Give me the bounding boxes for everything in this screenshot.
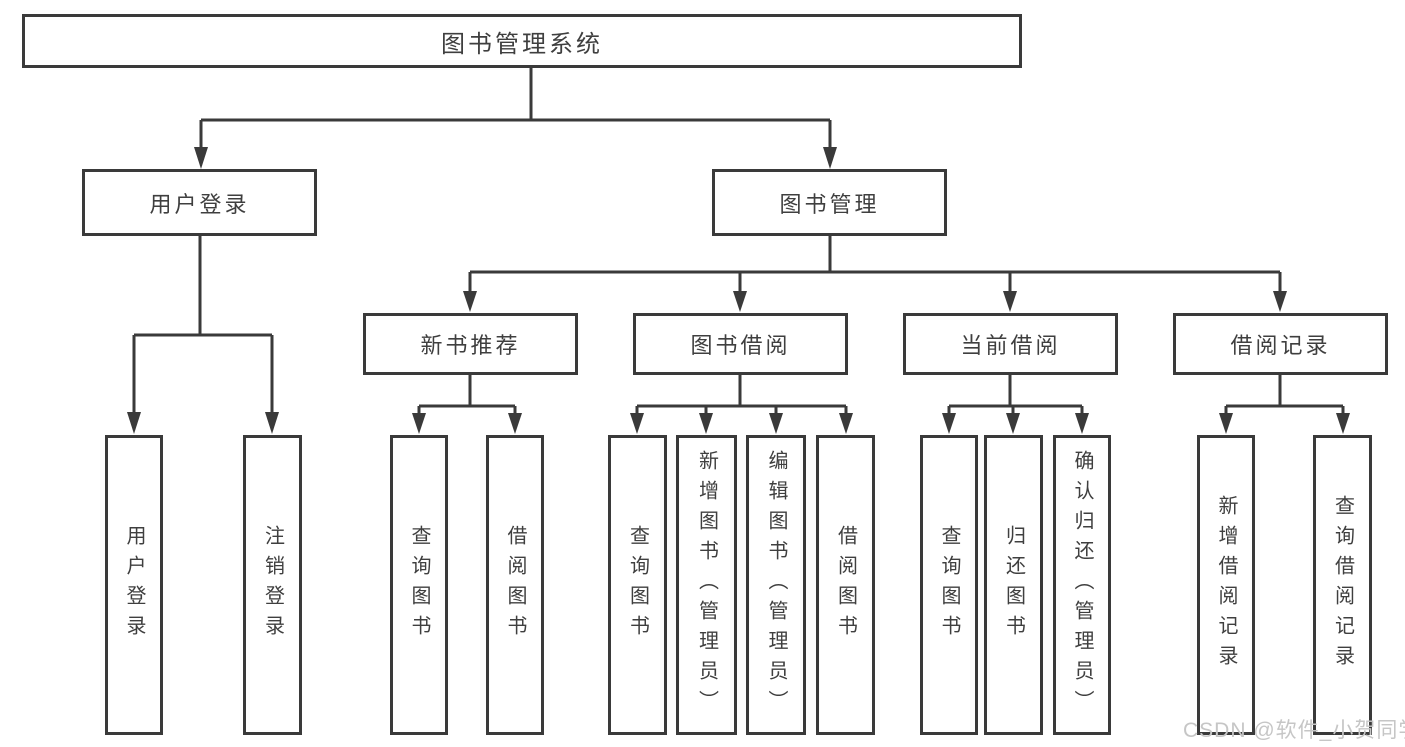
leaf-query-borrow-record: 查询借阅记录 xyxy=(1313,435,1372,735)
node-user-login: 用户登录 xyxy=(82,169,317,236)
leaf-edit-books-admin-label: 编辑图书（管理员） xyxy=(765,450,787,720)
csdn-watermark: CSDN @软件_小贺同学 xyxy=(1183,719,1405,742)
node-book-management-label: 图书管理 xyxy=(779,191,880,217)
leaf-query-books-borrow-label: 查询图书 xyxy=(626,525,649,645)
leaf-logout-label: 注销登录 xyxy=(261,525,284,645)
leaf-add-borrow-record: 新增借阅记录 xyxy=(1197,435,1255,735)
leaf-query-books-recommend: 查询图书 xyxy=(390,435,448,735)
leaf-return-books: 归还图书 xyxy=(984,435,1043,735)
leaf-query-books-current: 查询图书 xyxy=(920,435,978,735)
node-borrow-records-label: 借阅记录 xyxy=(1230,333,1331,358)
leaf-confirm-return-admin-label: 确认归还（管理员） xyxy=(1071,450,1093,720)
leaf-user-login: 用户登录 xyxy=(105,435,163,735)
leaf-add-borrow-record-label: 新增借阅记录 xyxy=(1215,495,1237,675)
node-user-login-label: 用户登录 xyxy=(149,191,250,217)
leaf-borrow-books-recommend: 借阅图书 xyxy=(486,435,544,735)
node-new-book-recommend-label: 新书推荐 xyxy=(420,333,521,358)
node-root-label: 图书管理系统 xyxy=(441,30,603,58)
node-current-borrow: 当前借阅 xyxy=(903,313,1118,375)
leaf-borrow-books-recommend-label: 借阅图书 xyxy=(504,525,526,645)
node-book-management: 图书管理 xyxy=(712,169,947,236)
node-book-borrow: 图书借阅 xyxy=(633,313,848,375)
leaf-query-borrow-record-label: 查询借阅记录 xyxy=(1331,495,1354,675)
leaf-add-books-admin: 新增图书（管理员） xyxy=(676,435,737,735)
leaf-return-books-label: 归还图书 xyxy=(1002,525,1025,645)
leaf-borrow-books: 借阅图书 xyxy=(816,435,875,735)
leaf-borrow-books-label: 借阅图书 xyxy=(834,525,857,645)
node-new-book-recommend: 新书推荐 xyxy=(363,313,578,375)
leaf-query-books-current-label: 查询图书 xyxy=(938,525,960,645)
node-current-borrow-label: 当前借阅 xyxy=(960,333,1061,358)
leaf-query-books-recommend-label: 查询图书 xyxy=(408,525,430,645)
node-book-borrow-label: 图书借阅 xyxy=(690,333,791,358)
leaf-confirm-return-admin: 确认归还（管理员） xyxy=(1053,435,1111,735)
leaf-edit-books-admin: 编辑图书（管理员） xyxy=(746,435,806,735)
leaf-query-books-borrow: 查询图书 xyxy=(608,435,667,735)
leaf-add-books-admin-label: 新增图书（管理员） xyxy=(695,450,718,720)
node-root-library-system: 图书管理系统 xyxy=(22,14,1022,68)
leaf-user-login-label: 用户登录 xyxy=(123,525,145,645)
node-borrow-records: 借阅记录 xyxy=(1173,313,1388,375)
leaf-logout: 注销登录 xyxy=(243,435,302,735)
